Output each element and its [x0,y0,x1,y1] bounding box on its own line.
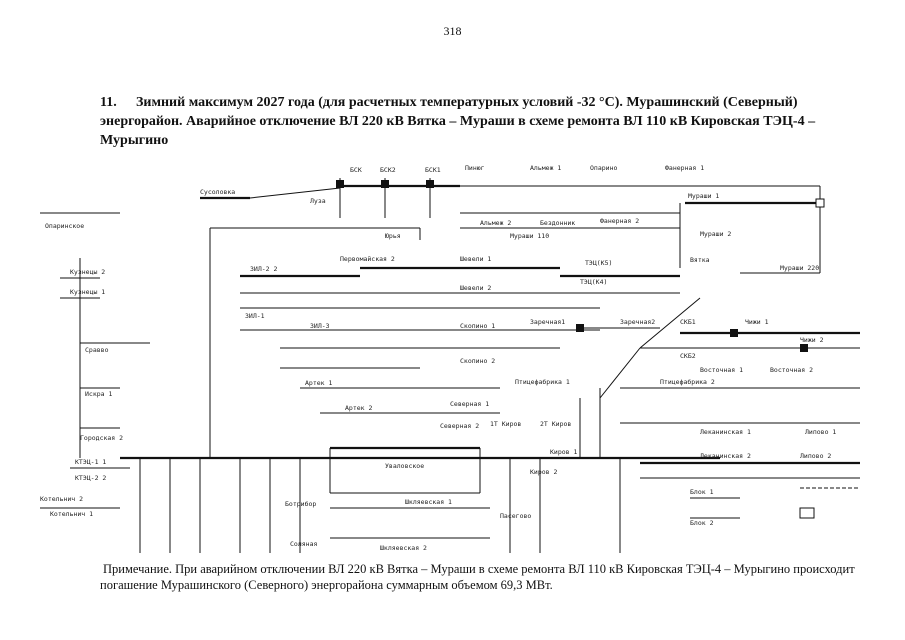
lbl-gorodskaya: Городская 2 [80,434,123,442]
power-grid-diagram: БСК БСК2 БСК1 Пинюг Луза Сусоловка Опари… [40,158,860,558]
lbl-zarechnaya1: Заречная1 [530,318,565,326]
lbl-zarechnaya2: Заречная2 [620,318,655,326]
lbl-opar: Опарино [590,164,617,172]
lbl-ptitsefabrika2: Птицефабрика 2 [660,378,715,386]
lbl-severnaya1: Северная 1 [450,400,489,408]
lbl-shevelin2: Шевели 2 [460,284,491,292]
lbl-kirov2: Киров 2 [530,468,557,476]
bsk1-breaker [426,180,434,188]
lbl-luza: Луза [310,197,326,205]
lbl-skb2: СКБ2 [680,352,696,360]
bsk2-breaker [381,180,389,188]
section-title: Зимний максимум 2027 года (для расчетных… [100,95,816,148]
lbl-fanernaya2: Фанерная 2 [600,217,639,225]
bsk-breaker [336,180,344,188]
lbl-pasegovo: Пасегово [500,512,531,520]
lbl-ptitsefabrika1: Птицефабрика 1 [515,378,570,386]
zarechnaya-breaker [576,324,584,332]
lbl-vostochnaya2: Восточная 2 [770,366,813,374]
lbl-shklyaevskaya2: Шкляевская 2 [380,544,427,552]
lbl-zil1: ЗИЛ-1 [245,312,265,320]
lbl-pervomayskaya: Первомайская 2 [340,255,395,263]
lbl-lekaninskaya1: Леканинская 1 [700,428,751,436]
lbl-solyanaya: Соляная [290,540,317,548]
murashi-breaker [815,198,825,208]
section-number: 11. [100,95,117,110]
lbl-severnaya2: Северная 2 [440,422,479,430]
footnote: Примечание. При аварийном отключении ВЛ … [100,562,855,592]
lbl-murashi220: Мураши 220 [780,264,819,272]
lbl-zil3: ЗИЛ-3 [310,322,330,330]
lbl-yuria: Юрья [385,232,401,240]
lbl-vyatka: Вятка [690,256,710,264]
lbl-tets5: ТЭЦ(К5) [585,259,612,267]
lbl-murashi110: Мураши 110 [510,232,549,240]
lbl-arteek2: Артек 2 [345,404,372,412]
lbl-skopino2: Скопино 2 [460,357,495,365]
lbl-arteek1: Артек 1 [305,379,332,387]
section-heading: 11.Зимний максимум 2027 года (для расчет… [100,93,860,150]
lbl-botriver: Ботрибор [285,500,316,508]
lbl-kirov1t: 1Т Киров [490,420,521,428]
diag-skb [599,347,641,399]
lbl-shevelin1: Шевели 1 [460,255,491,263]
grid-schematic: БСК БСК2 БСК1 Пинюг Луза Сусоловка Опари… [40,164,860,553]
lbl-alyanek1: Альмеж 1 [530,164,561,172]
lbl-iskra: Искра 1 [85,390,112,398]
chizhi-breaker [730,329,738,337]
lbl-uvalnovo: Уваловское [385,462,424,470]
page-number: 318 [443,24,462,38]
lbl-pinyug: Пинюг [465,164,485,172]
lbl-lipovo1: Липово 1 [805,428,836,436]
lbl-kirov1: Киров 1 [550,448,577,456]
lbl-opskoe: Опаринское [45,222,84,230]
lbl-chizhi2: Чижи 2 [800,336,824,344]
lbl-alyanek2: Альмеж 2 [480,219,511,227]
lbl-lekaninskaya2: Леканинская 2 [700,452,751,460]
lbl-bsk: БСК [350,166,362,174]
lbl-kotelnich1: Котельнич 1 [50,510,93,518]
lbl-svetoch: Сравво [85,346,109,354]
lbl-kirov2t: 2Т Киров [540,420,571,428]
line-susolovka-luza [249,187,341,199]
lbl-ktzu1: КТЭЦ-1 1 [75,458,106,466]
lbl-bsk2: БСК2 [380,166,396,174]
lbl-chizhi1: Чижи 1 [745,318,769,326]
lbl-tets4: ТЭЦ(К4) [580,278,607,286]
vostochnaya-breaker [800,344,808,352]
lbl-skb1: СКБ1 [680,318,696,326]
lbl-kotelnich2: Котельнич 2 [40,495,83,503]
lbl-murashi2: Мураши 2 [700,230,731,238]
lbl-kuzhenp2: Кузнецы 2 [70,268,105,276]
lbl-vostochnaya1: Восточная 1 [700,366,743,374]
lbl-kuzhenp1: Кузнецы 1 [70,288,105,296]
lbl-bsk1: БСК1 [425,166,441,174]
lbl-susolovka: Сусоловка [200,188,235,196]
lbl-bezdonnik: Бездонник [540,219,575,227]
generator-box [799,507,815,519]
lbl-lipovo2: Липово 2 [800,452,831,460]
lbl-shklyaevskaya1: Шкляевская 1 [405,498,452,506]
lbl-fanernaya1: Фанерная 1 [665,164,704,172]
lbl-skopino1: Скопино 1 [460,322,495,330]
lbl-blok1: Блок 1 [690,488,714,496]
lbl-zil2: ЗИЛ-2 2 [250,265,277,273]
lbl-blok2: Блок 2 [690,519,714,527]
lbl-murashi1: Мураши 1 [688,192,719,200]
lbl-ktzu2: КТЭЦ-2 2 [75,474,106,482]
diag-skb2 [639,297,701,349]
